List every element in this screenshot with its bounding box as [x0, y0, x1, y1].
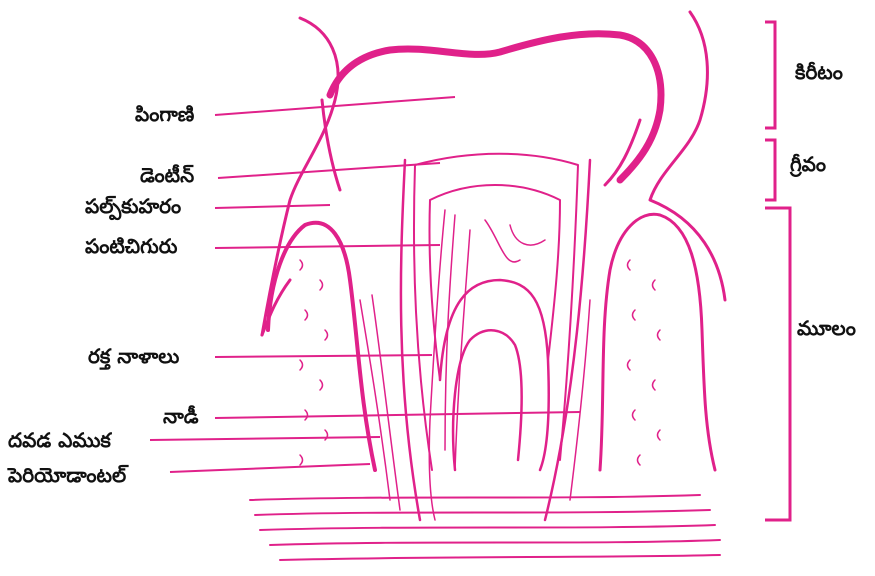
label-root: మూలం	[797, 318, 856, 338]
leader-jaw-bone	[150, 437, 380, 440]
blood-vessels	[429, 210, 470, 520]
leader-periodontal	[170, 464, 370, 472]
jaw-bone-left	[268, 223, 375, 470]
leader-dentine	[218, 163, 440, 178]
bracket-crown	[765, 22, 775, 128]
label-periodontal: పెరియోడాంటల్	[8, 465, 126, 485]
leader-nerve	[215, 412, 580, 418]
region-brackets	[765, 22, 790, 520]
bone-base	[250, 495, 720, 560]
label-pulp-cavity: పల్ప్‌కుహరం	[85, 196, 181, 216]
gum-right-outline	[650, 12, 725, 300]
leader-blood-vessels	[215, 355, 432, 357]
label-jaw-bone: దవడ ఎముక	[8, 430, 111, 450]
label-nerve: నాడీ	[163, 406, 199, 426]
label-dentine: డెంటీన్	[140, 165, 194, 185]
crown-outline	[330, 34, 661, 180]
label-blood-vessels: రక్త నాళాలు	[88, 346, 179, 366]
pulp-outline	[429, 185, 560, 380]
leader-pulp-cavity	[215, 205, 330, 208]
label-neck: గ్రీవం	[790, 154, 826, 174]
leader-gum	[215, 245, 440, 248]
label-gum: పంటిచిగురు	[85, 236, 177, 256]
label-crown: కిరీటం	[795, 62, 843, 82]
jaw-bone-right	[600, 214, 715, 470]
bracket-root	[765, 208, 790, 520]
bracket-neck	[765, 140, 775, 200]
label-enamel: పింగాణి	[135, 104, 194, 124]
